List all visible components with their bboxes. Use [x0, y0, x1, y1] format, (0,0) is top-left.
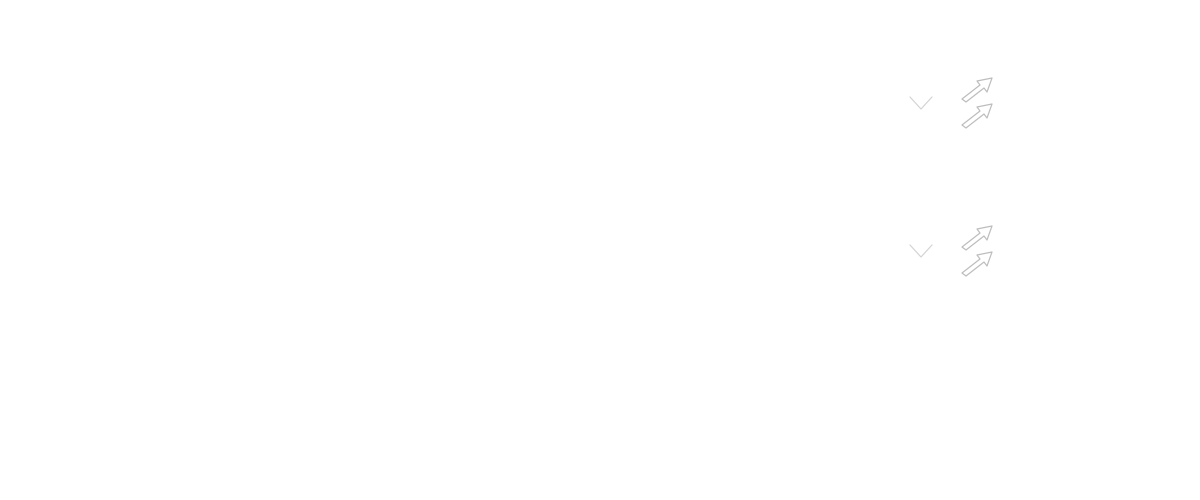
- action-row-2: [900, 222, 1010, 286]
- double-arrow-up-right-icon-svg: [961, 103, 993, 129]
- double-arrow-up-right-icon[interactable]: [956, 74, 998, 104]
- action-row-1: [900, 74, 1010, 138]
- double-arrow-up-right-icon-svg: [961, 77, 993, 103]
- chevron-down-icon[interactable]: [908, 92, 936, 114]
- double-arrow-up-right-icon-svg: [961, 225, 993, 251]
- chevron-down-icon-svg: [909, 96, 933, 110]
- double-arrow-up-right-icon[interactable]: [956, 248, 998, 278]
- chevron-down-icon-svg: [909, 244, 933, 258]
- chevron-down-icon[interactable]: [908, 240, 936, 262]
- double-arrow-up-right-icon-svg: [961, 251, 993, 277]
- double-arrow-up-right-icon[interactable]: [956, 100, 998, 130]
- double-arrow-up-right-icon[interactable]: [956, 222, 998, 252]
- faint-label: [165, 236, 345, 246]
